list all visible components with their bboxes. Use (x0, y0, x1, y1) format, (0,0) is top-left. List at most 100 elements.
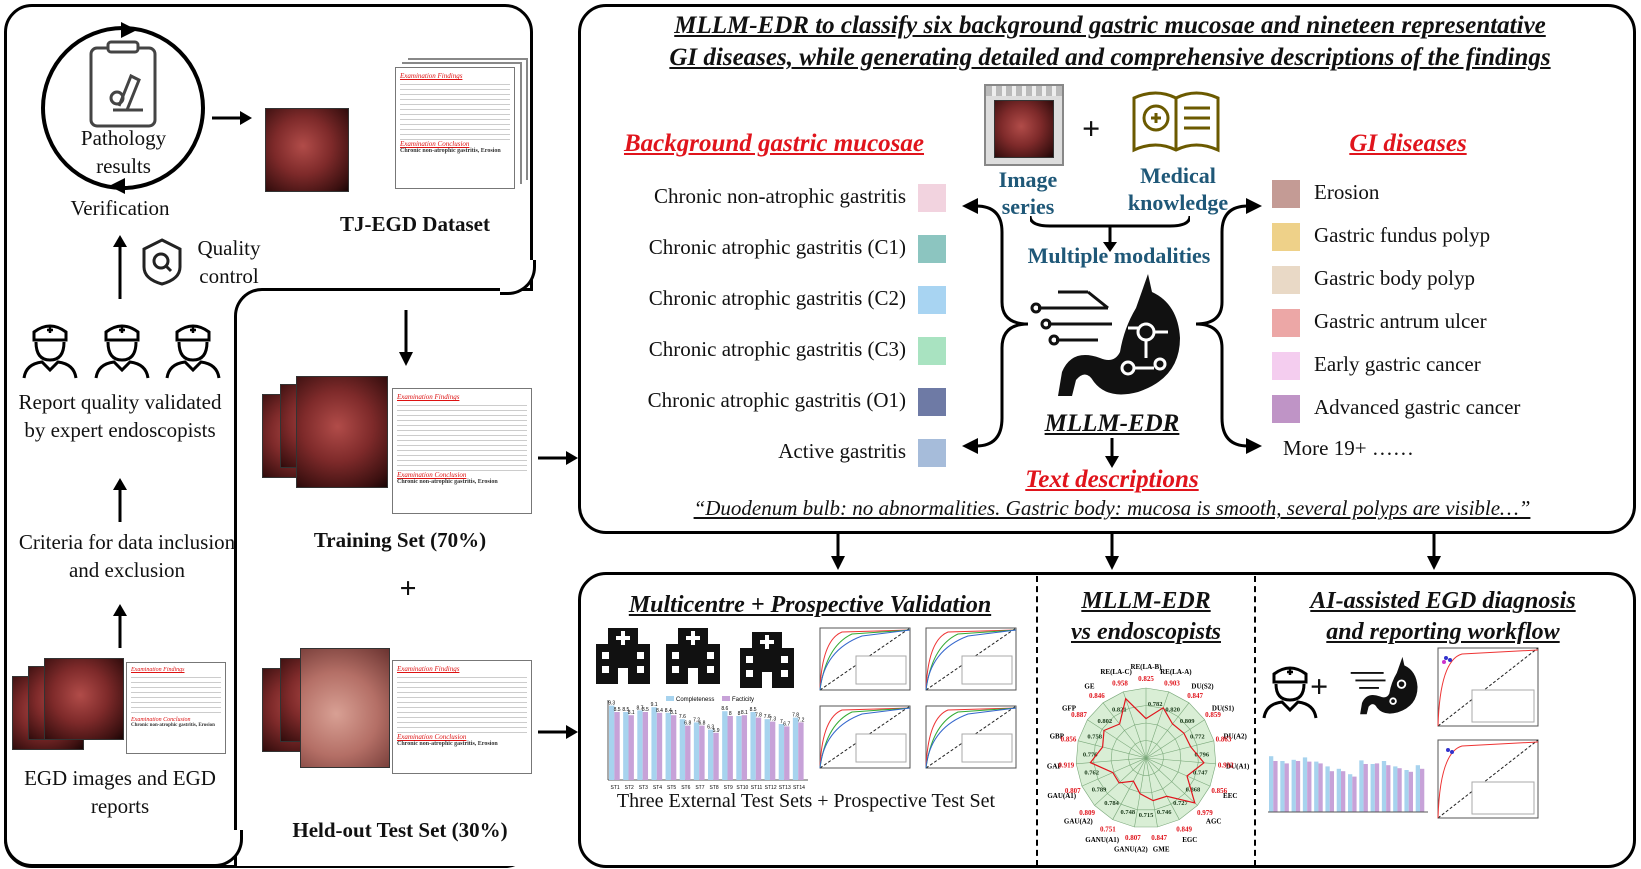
bar (1393, 766, 1398, 812)
radar-axis-label: GANU(A2) (1114, 846, 1148, 854)
radar-value-label: 0.807 (1065, 787, 1081, 795)
bar (1404, 770, 1409, 812)
bar (764, 719, 770, 780)
radar-value-label: 0.932 (1218, 762, 1234, 770)
radar-axis-label: DU(S1) (1212, 705, 1235, 713)
data-label: 6.8 (684, 721, 691, 727)
radar-value-label: 0.802 (1097, 718, 1112, 725)
arrow-down-icon (1427, 534, 1441, 570)
bg-list-item-label: Chronic atrophic gastritis (C2) (648, 286, 906, 310)
bar (1269, 756, 1274, 812)
radar-value-label: 0.919 (1058, 762, 1074, 770)
radar-spoke (1122, 691, 1147, 759)
radar-axis-label: GBP (1050, 732, 1065, 740)
divider (1254, 576, 1256, 866)
bg-list-item-label: Active gastritis (778, 439, 906, 463)
data-label: 7.6 (679, 714, 686, 720)
endoscopy-image (265, 108, 349, 192)
bar (1307, 761, 1312, 812)
arrow-up-icon (113, 478, 127, 522)
bar (727, 716, 733, 780)
bar (1352, 776, 1357, 812)
bar (1408, 771, 1414, 812)
radar-axis-label: RE(LA-C) (1100, 668, 1132, 676)
tick-label: ST5 (667, 785, 676, 791)
data-label: 9.1 (651, 702, 658, 708)
bg-list-color-swatch (918, 184, 946, 212)
tick-label: ST3 (639, 785, 648, 791)
bar (628, 715, 634, 780)
data-label: 8.1 (741, 710, 748, 716)
hospital-icon (666, 628, 720, 684)
bar (1273, 761, 1278, 812)
tj-egd-label: TJ-EGD Dataset (340, 212, 490, 236)
hospital-icon (596, 628, 650, 684)
bar (609, 705, 615, 780)
radar-spoke (1094, 757, 1147, 806)
tick-label: ST7 (695, 785, 704, 791)
gi-list-color-swatch (1272, 180, 1300, 208)
bar (1295, 761, 1301, 812)
tick-label: ST12 (765, 785, 777, 791)
data-label: 9.3 (608, 701, 615, 707)
bar (755, 717, 762, 780)
roc-curve-thumbnail (1437, 739, 1539, 819)
bg-list-item-label: Chronic atrophic gastritis (C3) (648, 337, 906, 361)
tick-label: ST1 (610, 785, 619, 791)
radar-value-label: 0.762 (1084, 770, 1099, 777)
data-label: 7.8 (755, 713, 762, 719)
bar (1374, 763, 1380, 812)
bar (1386, 765, 1391, 812)
radar-value-label: 0.776 (1083, 751, 1098, 758)
radar-axis-label: GAU(A2) (1064, 817, 1093, 825)
radar-axis-label: DU(S2) (1191, 682, 1214, 690)
radar-value-label: 0.784 (1104, 800, 1119, 807)
bar (741, 715, 748, 780)
medical-book-icon (1132, 91, 1220, 153)
bar (1359, 760, 1364, 812)
radar-value-label: 0.746 (1157, 809, 1172, 816)
radar-spoke (1081, 757, 1147, 787)
gi-list-item-label: Early gastric cancer (1314, 352, 1481, 376)
bar (623, 712, 629, 780)
bg-list-color-swatch (918, 337, 946, 365)
bar (656, 712, 663, 780)
image-series-icon (984, 84, 1064, 166)
radar-axis-label: RE(LA-B) (1130, 663, 1162, 671)
radar-value-label: 0.846 (1089, 692, 1105, 700)
bar (1420, 768, 1425, 812)
radar-spoke (1078, 740, 1147, 759)
data-label: 7.6 (764, 714, 771, 720)
report-document-icon: Examination Findings Examination Conclus… (392, 388, 532, 514)
radar-value-label: 0.727 (1173, 800, 1188, 807)
bar (784, 726, 790, 780)
radar-value-label: 0.821 (1112, 707, 1127, 714)
radar-spoke (1134, 757, 1147, 828)
radar-grid (1110, 722, 1182, 793)
bar (1284, 763, 1289, 812)
radar-axis-label: GFP (1062, 705, 1077, 713)
more-label: More 19+ …… (1283, 436, 1414, 460)
radar-axis-label: DU(A2) (1224, 732, 1248, 740)
workflow-bar-chart (1268, 756, 1428, 813)
radar-value-label: 0.782 (1148, 701, 1163, 708)
legend-swatch (722, 696, 730, 701)
radar-axis-label: GAU(A1) (1047, 792, 1076, 800)
data-label: 8.1 (628, 710, 635, 716)
bg-list-item-label: Chronic atrophic gastritis (O1) (647, 388, 906, 412)
bg-list-item-label: Chronic non-atrophic gastritis (654, 184, 906, 208)
bar (670, 715, 677, 780)
arrow-right-icon (212, 111, 252, 125)
roc-curve-thumbnail (819, 705, 911, 769)
radar-value-label: 0.868 (1186, 787, 1201, 794)
radar-value-label: 0.903 (1164, 679, 1180, 687)
gi-list-item-label: Advanced gastric cancer (1314, 395, 1521, 419)
model-overview-panel (578, 4, 1636, 534)
bar (1302, 757, 1308, 812)
bar (1291, 759, 1296, 812)
background-mucosae-title: Background gastric mucosae (623, 130, 925, 157)
bar (792, 717, 799, 780)
bar (1329, 771, 1335, 812)
bar (614, 712, 620, 780)
bg-list-color-swatch (918, 235, 946, 263)
